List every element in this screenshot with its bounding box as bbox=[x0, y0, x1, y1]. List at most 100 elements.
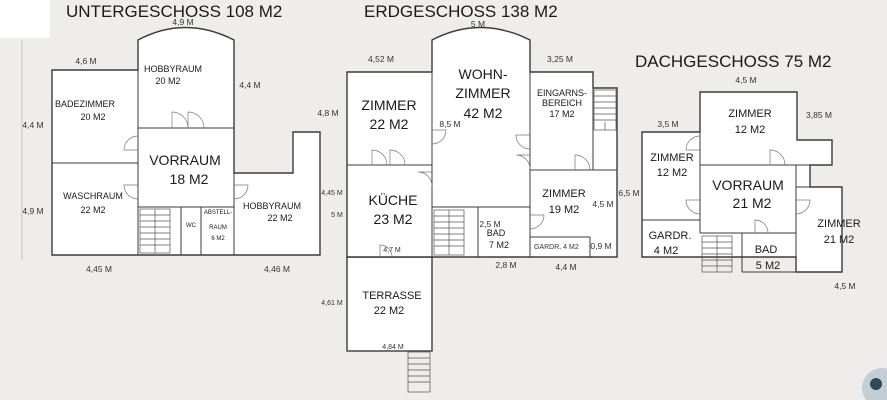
door-icon bbox=[574, 154, 591, 171]
room-eingangsbereich-name-1: EINGARNS- bbox=[537, 88, 587, 98]
room-bad-area: 5 M2 bbox=[756, 260, 780, 272]
dim-ground-wohn-height: 8,5 M bbox=[439, 119, 460, 129]
room-zimmer-2-area: 19 M2 bbox=[549, 204, 580, 216]
room-abstellraum-area: 6 M2 bbox=[211, 236, 225, 242]
room-zimmer-2-name: ZIMMER bbox=[650, 152, 693, 164]
door-icon bbox=[515, 134, 531, 150]
room-eingangsbereich-name-2: BEREICH bbox=[542, 98, 582, 108]
attic-outline bbox=[641, 91, 843, 273]
room-bad-area: 7 M2 bbox=[489, 240, 509, 250]
room-abstellraum-name-2: RAUM bbox=[209, 225, 227, 231]
dim-attic-right-width: 3,85 M bbox=[806, 110, 832, 120]
dim-ground-zimmer2-height: 4,5 M bbox=[592, 199, 613, 209]
room-hobbyraum-2-area: 22 M2 bbox=[267, 213, 292, 223]
room-vorraum-name: VORRAUM bbox=[712, 177, 784, 193]
room-gardrobe-name: GARDR. bbox=[649, 230, 692, 242]
corner-ornament-dot bbox=[870, 378, 882, 390]
room-zimmer-2-area: 12 M2 bbox=[657, 167, 688, 179]
title-basement: UNTERGESCHOSS 108 M2 bbox=[66, 2, 282, 21]
door-icon bbox=[123, 184, 139, 200]
dim-basement-left-height-2: 4,9 M bbox=[22, 206, 43, 216]
room-badezimmer-name: BADEZIMMER bbox=[55, 99, 116, 109]
room-abstellraum-name-1: ABSTELL- bbox=[204, 210, 232, 216]
door-icon bbox=[187, 111, 205, 129]
room-wohnzimmer-name-2: ZIMMER bbox=[455, 85, 510, 101]
dim-basement-right-height: 4,4 M bbox=[239, 80, 260, 90]
room-eingangsbereich-area: 17 M2 bbox=[549, 109, 574, 119]
door-icon bbox=[379, 244, 393, 258]
room-hobbyraum-1-area: 20 M2 bbox=[155, 76, 180, 86]
corner-label-box bbox=[0, 0, 50, 38]
room-waschraum-area: 22 M2 bbox=[80, 205, 105, 215]
door-icon bbox=[123, 135, 139, 151]
room-vorraum-name: VORRAUM bbox=[149, 152, 221, 168]
room-gardrobe-area: 4 M2 bbox=[654, 245, 678, 257]
dim-ground-terrace-width: 4,84 M bbox=[382, 344, 404, 351]
door-icon bbox=[769, 149, 786, 166]
title-attic: DACHGESCHOSS 75 M2 bbox=[635, 52, 832, 71]
door-icon bbox=[795, 199, 811, 215]
door-icon bbox=[431, 129, 447, 145]
title-ground: ERDGESCHOSS 138 M2 bbox=[364, 2, 558, 21]
door-icon bbox=[233, 184, 249, 200]
room-badezimmer-area: 20 M2 bbox=[80, 112, 105, 122]
room-vorraum-area: 21 M2 bbox=[733, 195, 772, 211]
dim-ground-terrace-height: 4,61 M bbox=[321, 300, 343, 307]
room-bad-name: BAD bbox=[755, 244, 778, 256]
dim-ground-bottom-right: 4,4 M bbox=[555, 262, 576, 272]
dim-ground-kueche-width: 4,7 M bbox=[383, 247, 401, 254]
door-icon bbox=[529, 214, 545, 230]
dim-ground-entrance-width: 3,25 M bbox=[547, 54, 573, 64]
dim-basement-bottom-left: 4,45 M bbox=[86, 264, 112, 274]
dim-attic-left-width: 3,5 M bbox=[657, 119, 678, 129]
dim-ground-bottom-middle: 2,8 M bbox=[495, 260, 516, 270]
room-kueche-area: 23 M2 bbox=[374, 211, 413, 227]
room-kueche-name: KÜCHE bbox=[368, 191, 417, 208]
room-zimmer-3-name: ZIMMER bbox=[817, 218, 860, 230]
ground-floor-plan: ZIMMER 22 M2 WOHN- ZIMMER 42 M2 EINGARNS… bbox=[317, 19, 640, 393]
door-icon bbox=[685, 199, 701, 215]
room-zimmer-3-area: 21 M2 bbox=[824, 234, 855, 246]
basement-outline bbox=[51, 26, 321, 256]
dim-ground-gardrobe-width: 0,9 M bbox=[590, 241, 611, 251]
dim-ground-top: 5 M bbox=[471, 19, 485, 29]
door-icon bbox=[389, 149, 406, 166]
stairs-icon bbox=[701, 235, 733, 273]
stairs-icon bbox=[433, 209, 465, 256]
terrace-stairs-icon bbox=[407, 351, 431, 393]
room-bad-name: BAD bbox=[487, 228, 506, 238]
room-wc-name: WC bbox=[186, 223, 197, 229]
dim-ground-kueche-height-1: 4,45 M bbox=[321, 190, 343, 197]
room-hobbyraum-2-name: HOBBYRAUM bbox=[243, 201, 301, 211]
dim-basement-top: 4,9 M bbox=[172, 17, 193, 27]
room-zimmer-name: ZIMMER bbox=[361, 97, 416, 113]
door-icon bbox=[754, 219, 769, 234]
room-wohnzimmer-area: 42 M2 bbox=[464, 105, 503, 121]
door-icon bbox=[371, 149, 388, 166]
dim-attic-top: 4,5 M bbox=[735, 75, 756, 85]
dim-ground-zimmer-height: 4,8 M bbox=[317, 108, 338, 118]
dim-ground-bad-width: 2,5 M bbox=[479, 219, 500, 229]
room-gardrobe: GARDR. 4 M2 bbox=[534, 244, 579, 251]
door-icon bbox=[417, 171, 433, 187]
dim-attic-bottom: 4,5 M bbox=[834, 281, 855, 291]
dim-ground-right-height: 6,5 M bbox=[618, 188, 639, 198]
entrance-stairs-icon bbox=[593, 89, 617, 131]
terrace-outline bbox=[346, 256, 433, 352]
dim-basement-left-top: 4,6 M bbox=[75, 56, 96, 66]
ground-outline bbox=[346, 26, 618, 258]
dim-ground-zimmer-width: 4,52 M bbox=[368, 54, 394, 64]
room-zimmer-1-name: ZIMMER bbox=[728, 108, 771, 120]
door-icon bbox=[515, 154, 531, 170]
door-icon bbox=[685, 135, 701, 151]
room-zimmer-2-name: ZIMMER bbox=[542, 188, 585, 200]
room-terrasse-area: 22 M2 bbox=[374, 305, 405, 317]
dim-ground-kueche-height-2: 5 M bbox=[331, 212, 343, 219]
dim-basement-left-height-1: 4,4 M bbox=[22, 120, 43, 130]
room-vorraum-area: 18 M2 bbox=[170, 171, 209, 187]
stairs-icon bbox=[139, 208, 171, 254]
room-hobbyraum-1-name: HOBBYRAUM bbox=[144, 64, 202, 74]
room-zimmer-area: 22 M2 bbox=[370, 116, 409, 132]
